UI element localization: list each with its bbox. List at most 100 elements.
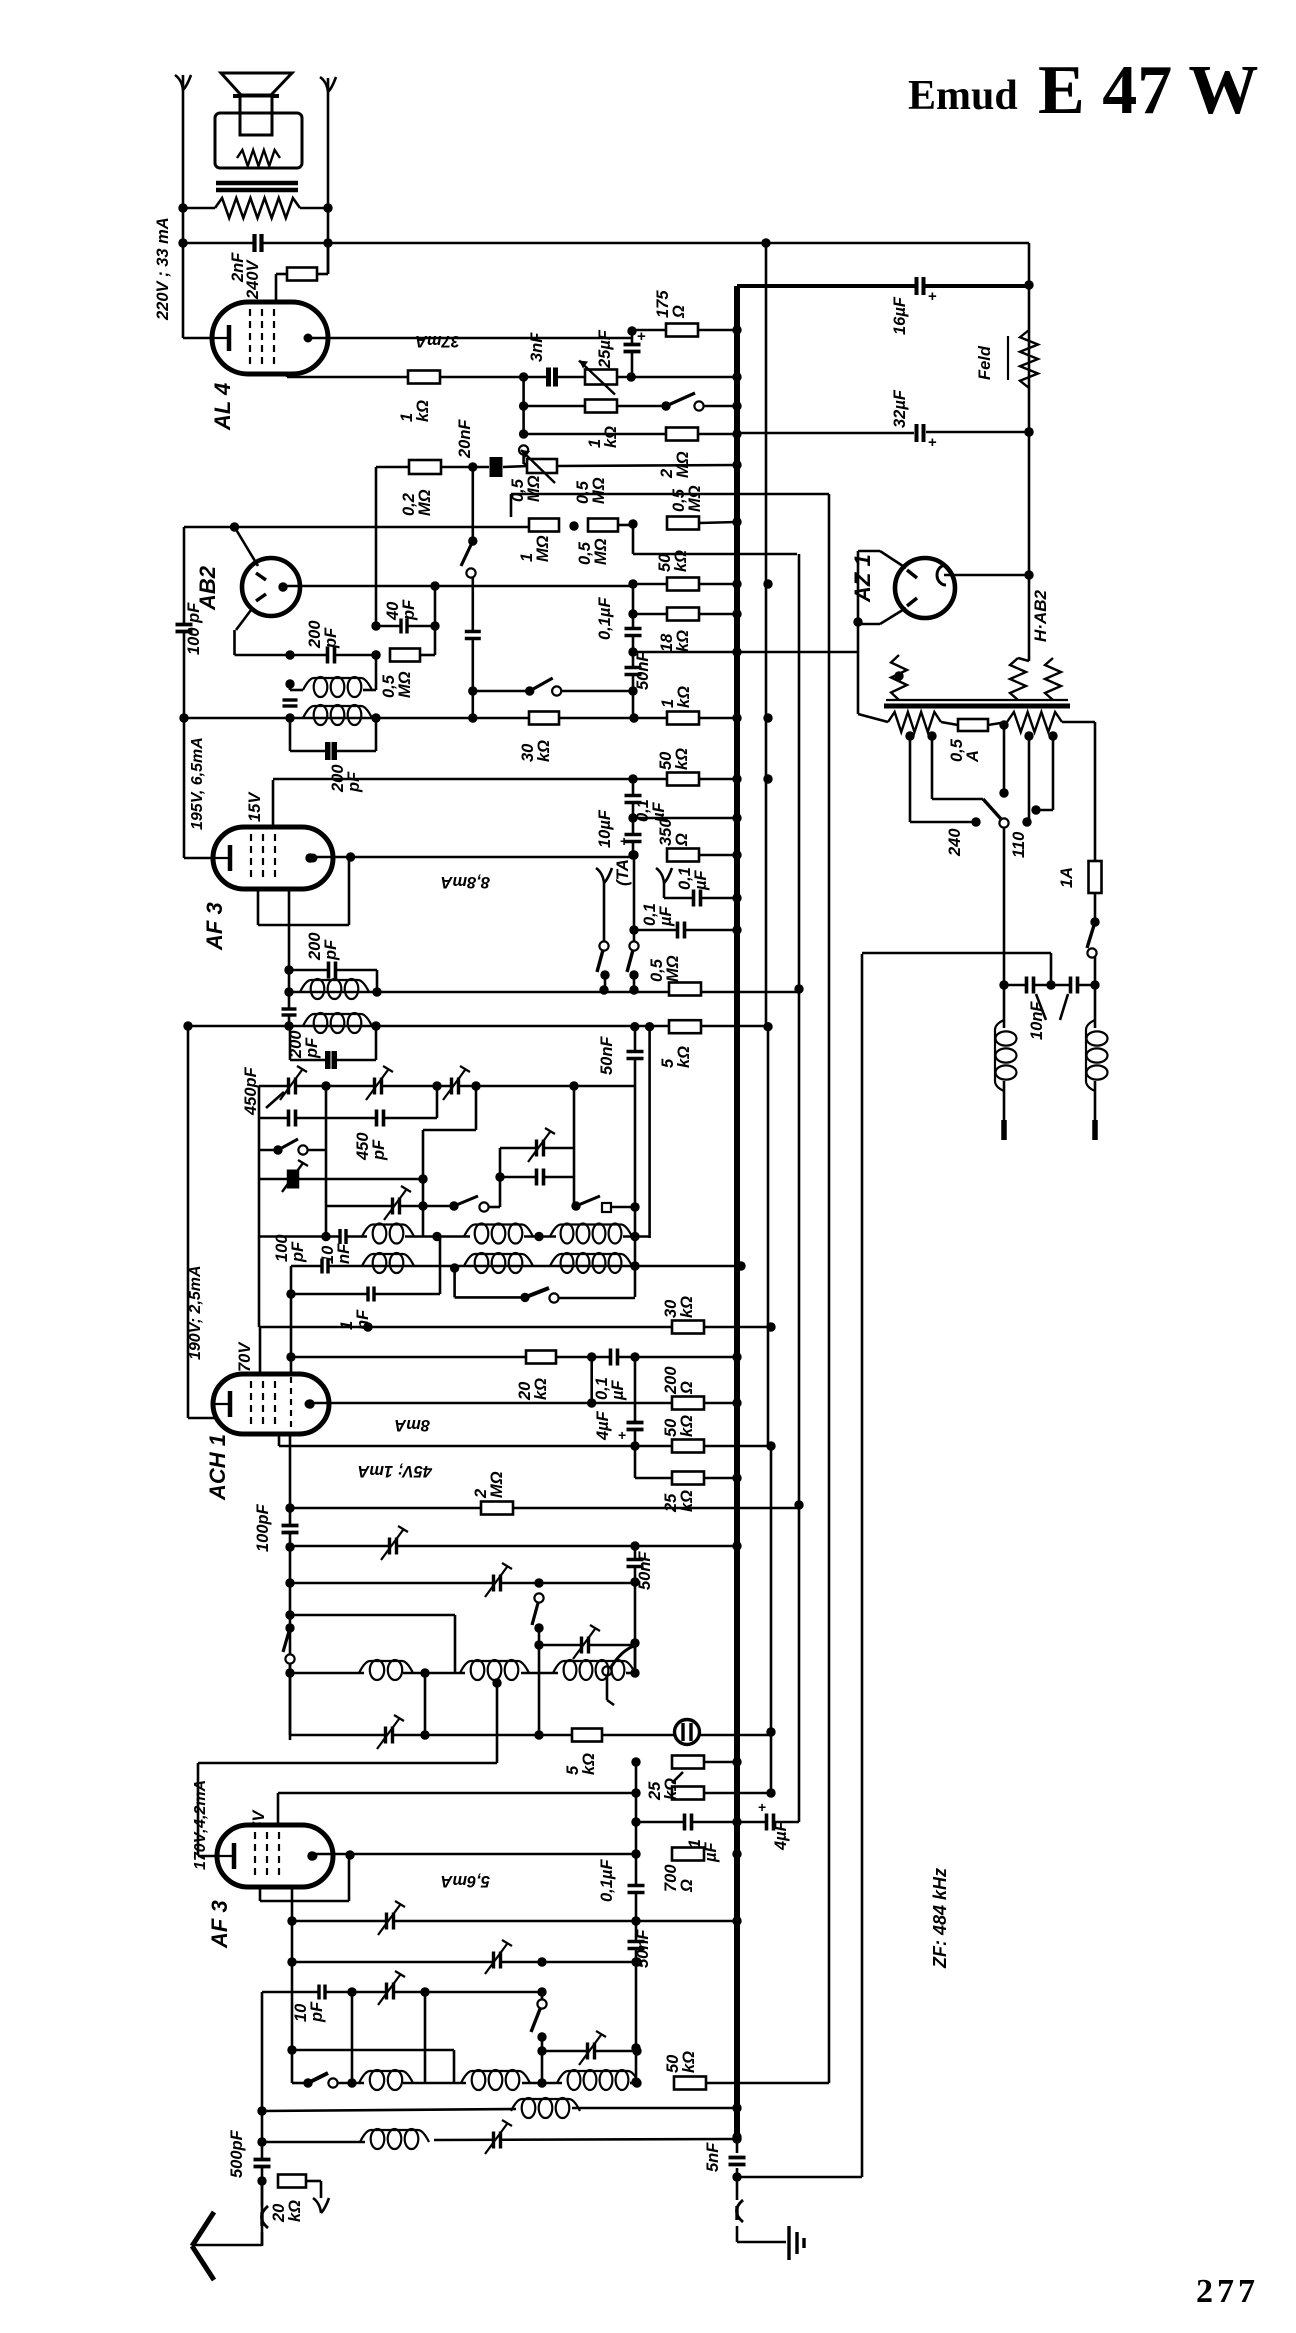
svg-text:Emud: Emud — [908, 73, 1018, 119]
svg-text:Ω: Ω — [678, 1381, 696, 1395]
svg-text:1: 1 — [518, 553, 536, 562]
svg-text:50: 50 — [662, 1418, 680, 1437]
svg-text:ACH 1: ACH 1 — [205, 1434, 230, 1501]
svg-text:0,1µF: 0,1µF — [598, 1859, 616, 1902]
svg-text:170V;4,2mA: 170V;4,2mA — [192, 1780, 209, 1870]
svg-text:+: + — [618, 1427, 626, 1443]
svg-text:AZ 1: AZ 1 — [850, 554, 875, 603]
svg-text:100: 100 — [273, 1234, 291, 1262]
svg-text:1: 1 — [659, 699, 677, 708]
svg-text:MΩ: MΩ — [590, 477, 608, 504]
svg-text:+: + — [620, 833, 628, 849]
svg-text:0,5: 0,5 — [509, 478, 527, 502]
svg-text:pF: pF — [308, 2001, 326, 2023]
svg-text:700: 700 — [662, 1864, 680, 1892]
svg-text:0,1: 0,1 — [676, 867, 694, 890]
svg-text:kΩ: kΩ — [678, 1296, 696, 1318]
svg-text:+: + — [928, 288, 937, 305]
svg-text:kΩ: kΩ — [674, 630, 692, 652]
svg-text:MΩ: MΩ — [686, 485, 704, 512]
svg-text:kΩ: kΩ — [662, 1778, 680, 1800]
svg-text:50nF: 50nF — [636, 1551, 654, 1590]
svg-text:kΩ: kΩ — [675, 686, 693, 708]
svg-text:MΩ: MΩ — [488, 1471, 506, 1498]
svg-text:50nF: 50nF — [634, 651, 652, 690]
svg-text:220V ; 33 mA: 220V ; 33 mA — [154, 217, 172, 321]
svg-text:H·AB2: H·AB2 — [1031, 590, 1050, 642]
svg-text:1A: 1A — [1058, 867, 1076, 888]
svg-text:450: 450 — [354, 1132, 372, 1161]
svg-text:20nF: 20nF — [456, 419, 474, 459]
svg-text:195V, 6,5mA: 195V, 6,5mA — [189, 737, 206, 830]
svg-text:0,1: 0,1 — [593, 1377, 611, 1400]
svg-text:5nF: 5nF — [704, 2142, 722, 2172]
svg-text:190V; 2,5mA: 190V; 2,5mA — [187, 1265, 204, 1360]
svg-text:0,5: 0,5 — [576, 541, 594, 565]
svg-text:AF 3: AF 3 — [207, 1900, 232, 1949]
svg-text:500pF: 500pF — [228, 2129, 246, 2178]
svg-text:kΩ: kΩ — [673, 748, 691, 770]
svg-text:70V: 70V — [236, 1341, 254, 1372]
svg-text:kΩ: kΩ — [532, 1378, 550, 1400]
svg-text:0,5: 0,5 — [670, 488, 688, 512]
svg-text:20: 20 — [516, 1381, 534, 1401]
svg-text:3nF: 3nF — [528, 332, 546, 362]
svg-text:50nF: 50nF — [598, 1036, 616, 1075]
svg-text:AB2: AB2 — [195, 565, 220, 611]
svg-text:37mA: 37mA — [415, 332, 460, 350]
svg-text:pF: pF — [345, 771, 363, 793]
svg-text:E 47 W: E 47 W — [1038, 52, 1258, 129]
svg-text:nF: nF — [335, 1243, 353, 1264]
svg-text:kΩ: kΩ — [602, 426, 620, 448]
svg-text:µF: µF — [657, 905, 675, 927]
svg-text:(TA: (TA — [613, 859, 632, 886]
svg-text:Ω: Ω — [670, 305, 688, 319]
svg-text:0,1: 0,1 — [641, 903, 659, 926]
svg-text:kΩ: kΩ — [286, 2200, 304, 2222]
svg-text:MΩ: MΩ — [664, 955, 682, 982]
svg-text:A: A — [964, 750, 982, 763]
svg-text:450pF: 450pF — [242, 1066, 260, 1116]
svg-text:1: 1 — [398, 413, 416, 422]
svg-text:2: 2 — [472, 1489, 490, 1499]
svg-text:45V; 1mA: 45V; 1mA — [357, 1462, 433, 1480]
svg-text:kΩ: kΩ — [675, 1046, 693, 1068]
svg-text:Ω: Ω — [678, 1879, 696, 1893]
svg-text:pF: pF — [370, 1139, 388, 1161]
svg-text:200: 200 — [306, 932, 324, 961]
svg-text:25µF: 25µF — [596, 329, 614, 369]
svg-text:pF: pF — [303, 1037, 321, 1059]
svg-text:pF: pF — [322, 627, 340, 649]
svg-text:0,1µF: 0,1µF — [596, 597, 614, 640]
svg-text:350: 350 — [657, 818, 675, 846]
svg-text:0,2: 0,2 — [400, 493, 418, 516]
svg-text:0,5: 0,5 — [648, 958, 666, 982]
svg-text:18: 18 — [658, 633, 676, 652]
svg-text:100 pF: 100 pF — [185, 602, 203, 655]
svg-text:kΩ: kΩ — [678, 1415, 696, 1437]
svg-text:kΩ: kΩ — [672, 550, 690, 572]
svg-text:pF: pF — [289, 1241, 307, 1263]
svg-text:32µF: 32µF — [891, 389, 909, 428]
svg-text:40: 40 — [384, 601, 402, 621]
svg-text:MΩ: MΩ — [396, 671, 414, 698]
svg-text:2: 2 — [658, 469, 676, 479]
svg-text:20: 20 — [270, 2203, 288, 2223]
svg-text:kΩ: kΩ — [414, 400, 432, 422]
svg-text:AF 3: AF 3 — [202, 902, 227, 951]
svg-text:0,1: 0,1 — [634, 799, 652, 822]
svg-text:25: 25 — [646, 1781, 664, 1801]
svg-text:0,5: 0,5 — [948, 738, 966, 762]
svg-text:10nF: 10nF — [1028, 1001, 1046, 1040]
svg-text:+: + — [928, 434, 937, 451]
svg-text:200: 200 — [306, 620, 324, 649]
svg-text:kΩ: kΩ — [678, 1490, 696, 1512]
svg-text:277: 277 — [1196, 2273, 1259, 2310]
svg-text:µF: µF — [609, 1379, 627, 1401]
svg-text:µF: µF — [692, 869, 710, 891]
svg-text:200: 200 — [662, 1366, 680, 1395]
svg-text:240V: 240V — [244, 258, 262, 300]
svg-text:30: 30 — [519, 743, 537, 762]
svg-text:1: 1 — [338, 1321, 356, 1330]
svg-text:4µF: 4µF — [772, 1820, 790, 1851]
